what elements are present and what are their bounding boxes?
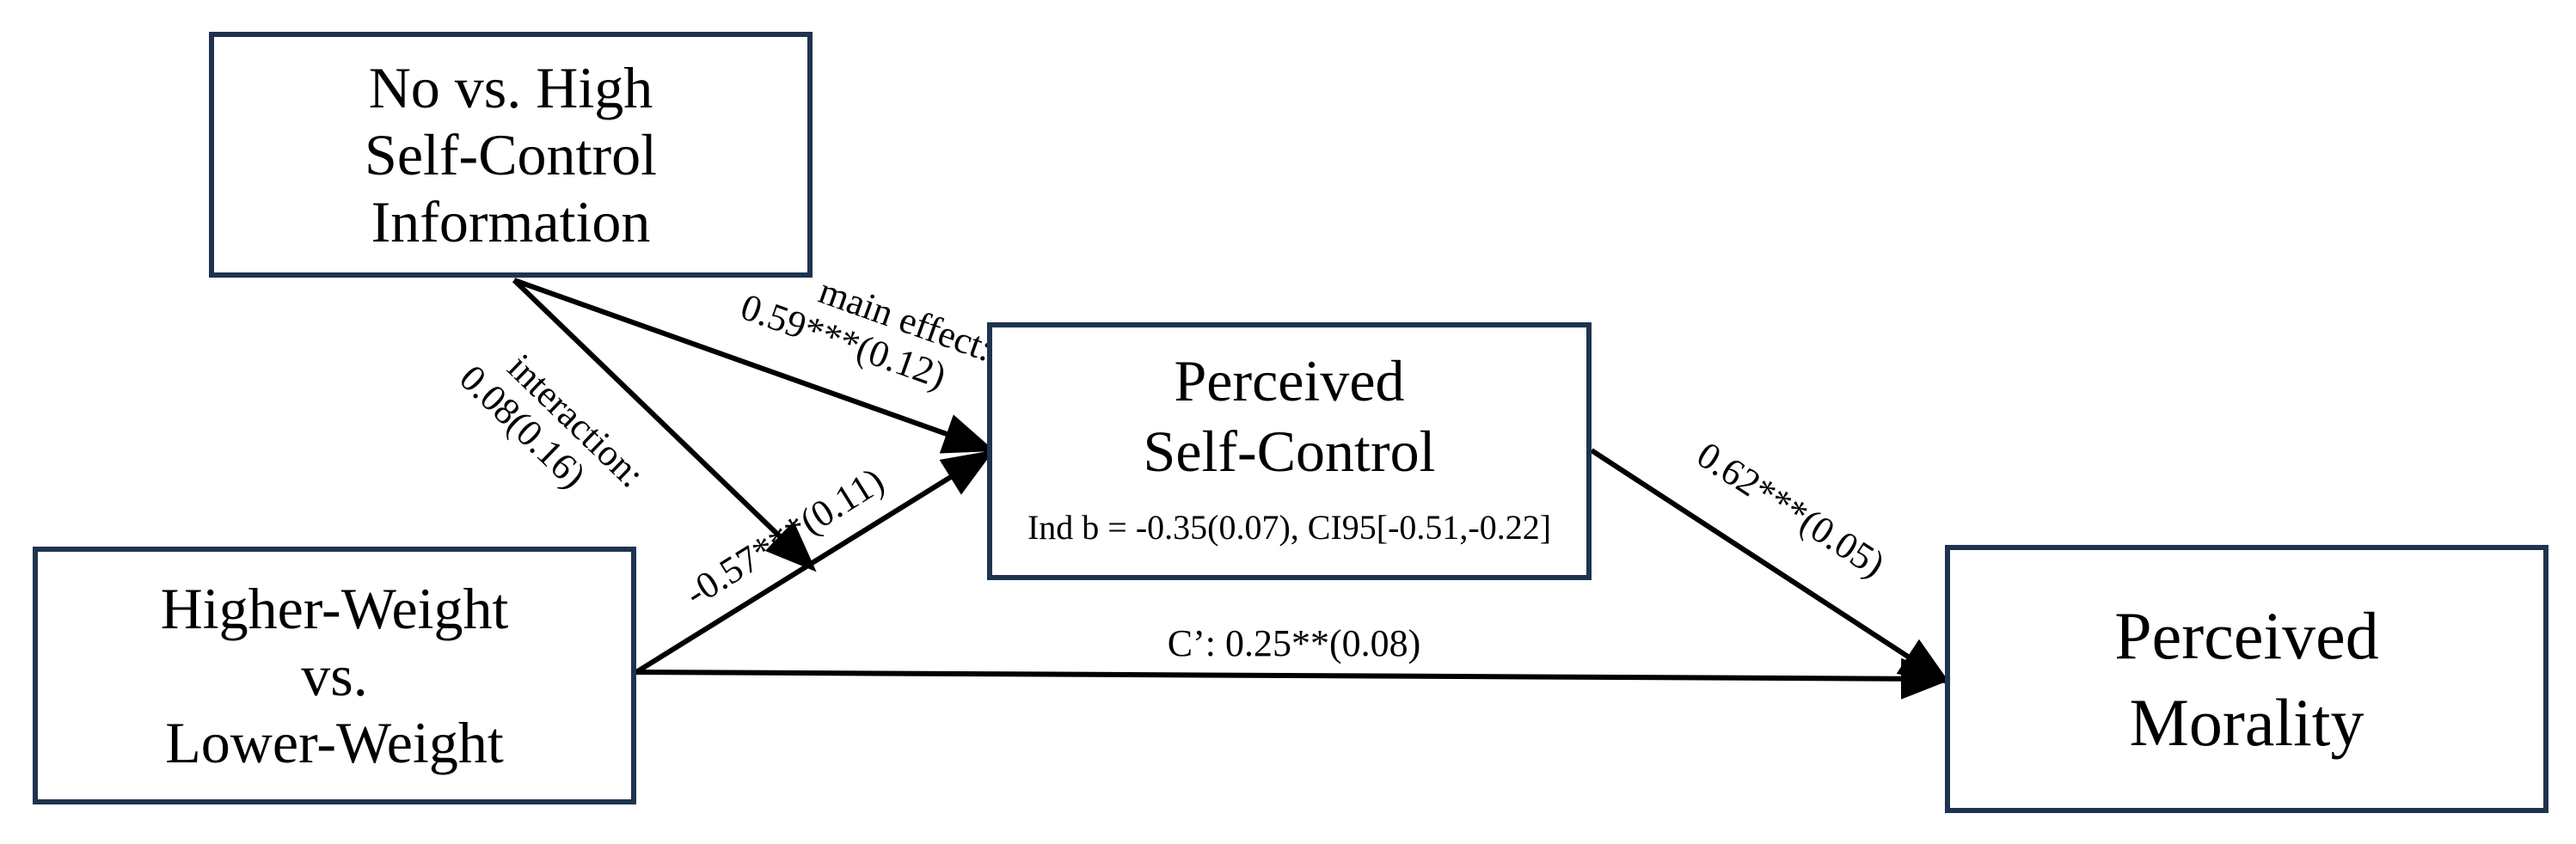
arrow-interaction [512, 278, 817, 572]
weight-to-psc-value: -0.57***(0.11) [678, 459, 891, 615]
psc-to-pm-value: 0.62***(0.05) [1690, 433, 1892, 585]
node-weight-line-1: Higher-Weight [160, 575, 509, 641]
node-weight-line-3: Lower-Weight [165, 710, 504, 776]
arrow-weight-to-psc [635, 450, 995, 675]
arrow-main-effect [512, 278, 996, 454]
node-perceived-morality: Perceived Morality [1945, 545, 2548, 813]
node-self-control-information: No vs. High Self-Control Information [209, 32, 813, 278]
node-info-line-1: No vs. High [368, 54, 653, 120]
node-perceived-self-control: Perceived Self-Control Ind b = -0.35(0.0… [987, 322, 1592, 580]
node-weight-line-2: vs. [301, 642, 368, 708]
node-info-line-2: Self-Control [365, 121, 657, 187]
node-info-line-3: Information [371, 189, 651, 255]
node-weight: Higher-Weight vs. Lower-Weight [33, 547, 636, 804]
arrow-direct-path [635, 657, 1953, 700]
direct-path-value: C’: 0.25**(0.08) [1168, 622, 1421, 664]
indirect-effect-label: Ind b = -0.35(0.07), CI95[-0.51,-0.22] [1027, 508, 1552, 547]
node-pm-line-1: Perceived [2114, 597, 2379, 673]
node-pm-line-2: Morality [2129, 685, 2364, 760]
arrow-psc-to-pm [1590, 448, 1952, 685]
node-psc-line-2: Self-Control [1143, 418, 1436, 484]
node-psc-line-1: Perceived [1174, 348, 1405, 413]
